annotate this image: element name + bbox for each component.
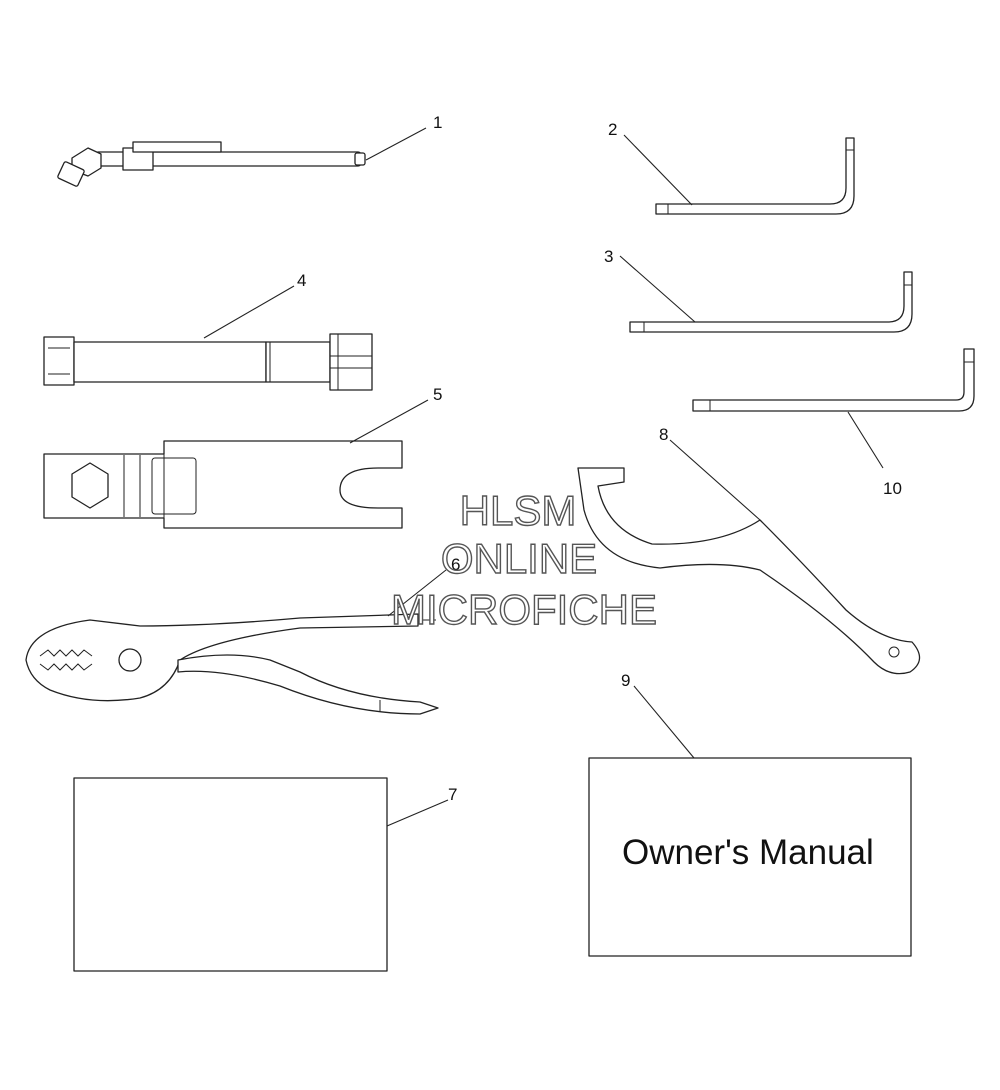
tire-pressure-gauge — [57, 127, 427, 187]
watermark: HLSM ONLINE MICROFICHE — [390, 486, 657, 633]
owners-manual-label: Owner's Manual — [622, 833, 874, 872]
watermark-line-2: ONLINE — [441, 535, 597, 582]
callout-4: 4 — [297, 271, 306, 290]
spark-plug-socket — [43, 285, 373, 391]
hex-key-small — [623, 134, 855, 215]
callout-2: 2 — [608, 120, 617, 139]
hex-key-medium — [619, 255, 913, 333]
watermark-line-3: MICROFICHE — [391, 586, 657, 633]
callout-10: 10 — [883, 479, 902, 498]
hex-key-large — [692, 348, 975, 469]
callout-1: 1 — [433, 113, 442, 132]
watermark-line-1: HLSM — [460, 487, 577, 534]
hook-spanner — [577, 439, 921, 675]
spanner-wrench — [43, 399, 429, 529]
callout-3: 3 — [604, 247, 613, 266]
pliers — [25, 569, 447, 715]
callout-9: 9 — [621, 671, 630, 690]
document-blank — [73, 777, 449, 972]
callout-5: 5 — [433, 385, 442, 404]
callout-7: 7 — [448, 785, 457, 804]
callout-8: 8 — [659, 425, 668, 444]
callout-6: 6 — [451, 555, 460, 574]
owners-manual: Owner's Manual — [588, 685, 912, 957]
